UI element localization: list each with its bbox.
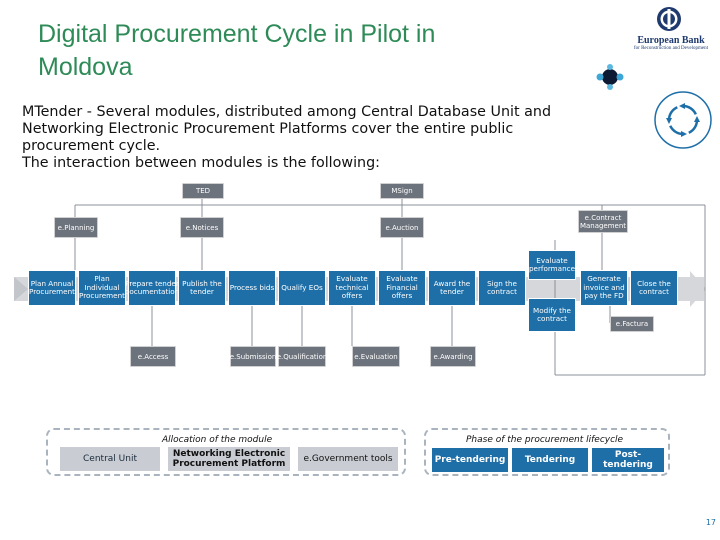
legend-tendering: Tendering [512,448,588,472]
page-title: Digital Procurement Cycle in Pilot in Mo… [38,18,558,84]
module-eaccess: e.Access [130,346,176,367]
logo-subtitle: for Reconstruction and Development [633,46,708,51]
logo-name: European Bank [637,35,705,46]
intro-line-2: Networking Electronic Procurement Platfo… [22,121,514,137]
legend-phase-heading: Phase of the procurement lifecycle [466,435,624,445]
orbit-graphic-icon [596,64,624,90]
module-enotices: e.Notices [180,217,224,238]
legend-networking-platform: Networking Electronic Procurement Platfo… [168,447,290,471]
module-esubmission: e.Submission [230,346,276,367]
legend-pre-tendering: Pre-tendering [432,448,508,472]
step-publish-the-tender: Publish the tender [178,270,226,306]
module-efactura: e.Factura [610,316,654,332]
module-eawarding: e.Awarding [430,346,476,367]
step-plan-annual-procurement: Plan Annual Procurement [28,270,76,306]
band-end-arrow-icon [690,271,706,307]
step-generate-invoice: Generate invoice and pay the FD [580,270,628,306]
module-eplanning: e.Planning [54,217,98,238]
module-econtract-management: e.Contract Management [578,210,628,233]
title-line-2: Moldova [38,53,133,81]
legend-post-tendering: Post-tendering [592,448,664,472]
cycle-icon [654,91,712,149]
legend-allocation-heading: Allocation of the module [162,435,273,445]
step-modify-the-contract: Modify the contract [528,298,576,332]
ebrd-emblem-icon [657,7,681,31]
step-evaluate-financial-offers: Evaluate Financial offers [378,270,426,306]
title-line-1: Digital Procurement Cycle in Pilot in [38,20,436,48]
step-award-the-tender: Award the tender [428,270,476,306]
module-equalification: e.Qualification [277,346,327,367]
module-ted: TED [182,183,224,199]
step-plan-individual-procurement: Plan Individual Procurement [78,270,126,306]
module-eevaluation: e.Evaluation [352,346,400,367]
module-msign: MSign [380,183,424,199]
step-prepare-tender-documentation: Prepare tender documentation [125,270,179,306]
step-qualify-eos: Qualify EOs [278,270,326,306]
intro-line-4: The interaction between modules is the f… [22,155,381,171]
intro-text: MTender - Several modules, distributed a… [22,104,622,172]
step-close-the-contract: Close the contract [630,270,678,306]
module-eauction: e.Auction [380,217,424,238]
legend-allocation [46,428,406,476]
legend-phase [424,428,670,476]
intro-line-3: procurement cycle. [22,138,161,154]
step-sign-the-contract: Sign the contract [478,270,526,306]
step-evaluate-performance: Evaluate performance [528,250,576,280]
step-process-bids: Process bids [228,270,276,306]
step-evaluate-technical-offers: Evaluate technical offers [328,270,376,306]
intro-line-1: MTender - Several modules, distributed a… [22,104,552,120]
legend-central-unit: Central Unit [60,447,160,471]
page-number: 17 [705,518,716,527]
band-arrow-icon [14,277,28,301]
legend-egovernment-tools: e.Government tools [298,447,398,471]
